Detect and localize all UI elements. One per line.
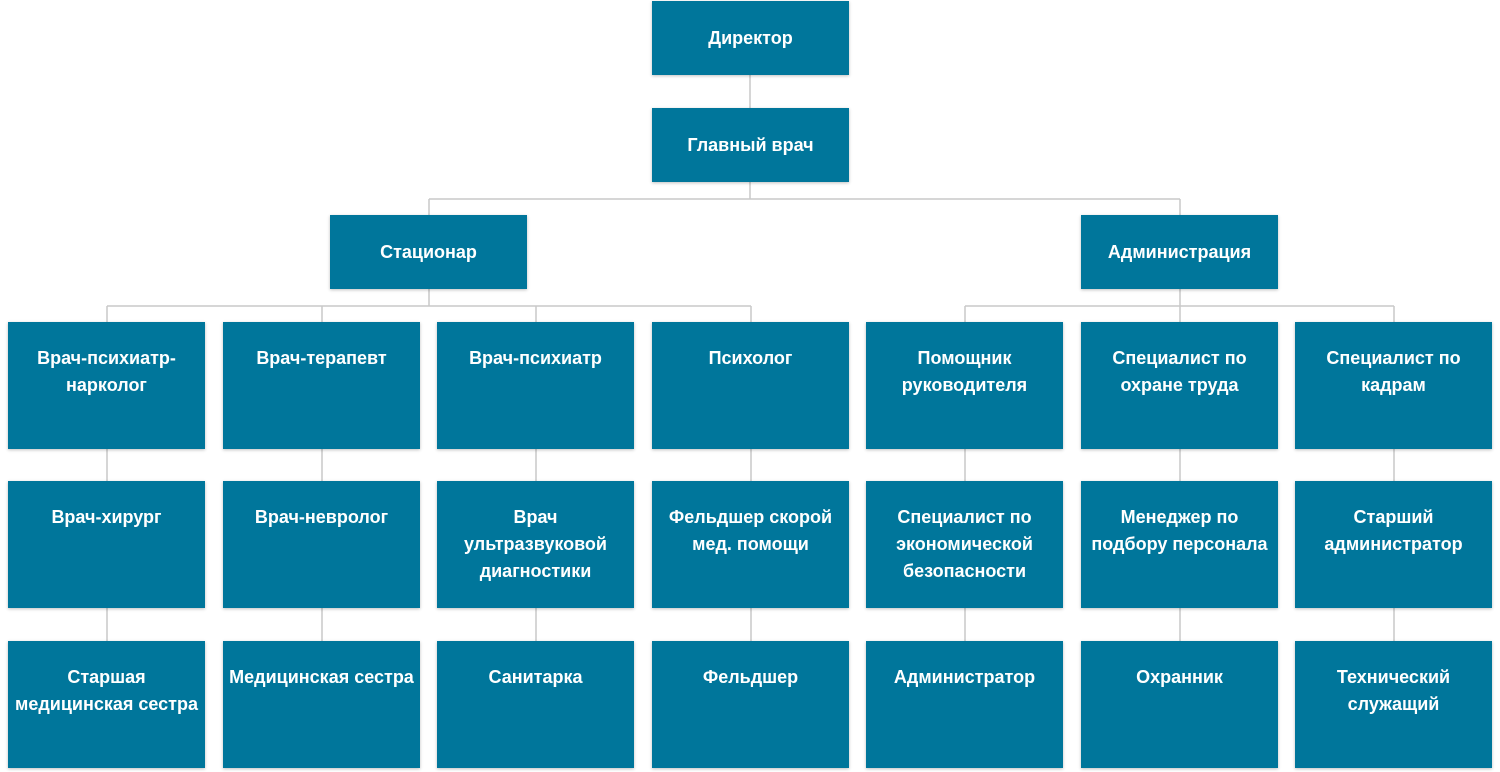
- node-psychiatrist: Врач-психиатр: [437, 322, 634, 449]
- node-security-guard: Охранник: [1081, 641, 1278, 768]
- node-label: Помощник руководителя: [901, 348, 1028, 395]
- node-head-nurse: Старшая медицинская сестра: [8, 641, 205, 768]
- node-neurologist: Врач-невролог: [223, 481, 420, 608]
- node-administration: Администрация: [1081, 215, 1278, 289]
- node-administrator: Администратор: [866, 641, 1063, 768]
- node-label: Менеджер по подбору персонала: [1091, 507, 1268, 554]
- node-nurse: Медицинская сестра: [223, 641, 420, 768]
- node-label: Фельдшер: [702, 667, 799, 687]
- node-psychologist: Психолог: [652, 322, 849, 449]
- node-label: Охранник: [1136, 667, 1223, 687]
- node-label: Врач-терапевт: [256, 348, 387, 368]
- node-label: Технический служащий: [1336, 667, 1451, 714]
- node-label: Медицинская сестра: [229, 667, 414, 687]
- node-ambulance-paramedic: Фельдшер скорой мед. помощи: [652, 481, 849, 608]
- node-label: Врач-невролог: [254, 507, 389, 527]
- node-label: Врач-хирург: [51, 507, 162, 527]
- node-label: Врач ультразвуковой диагностики: [464, 507, 607, 581]
- node-label: Старший администратор: [1324, 507, 1463, 554]
- node-paramedic: Фельдшер: [652, 641, 849, 768]
- node-label: Фельдшер скорой мед. помощи: [668, 507, 833, 554]
- node-ultrasound-doctor: Врач ультразвуковой диагностики: [437, 481, 634, 608]
- node-administration-label: Администрация: [1107, 241, 1252, 262]
- node-senior-administrator: Старший администратор: [1295, 481, 1492, 608]
- node-label: Врач-психиатр: [469, 348, 602, 368]
- node-orderly: Санитарка: [437, 641, 634, 768]
- node-therapist: Врач-терапевт: [223, 322, 420, 449]
- node-label: Специалист по охране труда: [1112, 348, 1247, 395]
- node-label: Специалист по кадрам: [1326, 348, 1461, 395]
- node-economic-security-specialist: Специалист по экономической безопасности: [866, 481, 1063, 608]
- node-chief-doctor-label: Главный врач: [687, 134, 814, 155]
- node-assistant-manager: Помощник руководителя: [866, 322, 1063, 449]
- node-label: Санитарка: [488, 667, 583, 687]
- node-label: Психолог: [708, 348, 793, 368]
- node-inpatient: Стационар: [330, 215, 527, 289]
- node-director-label: Директор: [708, 27, 793, 48]
- node-recruitment-manager: Менеджер по подбору персонала: [1081, 481, 1278, 608]
- node-technical-worker: Технический служащий: [1295, 641, 1492, 768]
- node-director: Директор: [652, 1, 849, 75]
- node-labor-safety-specialist: Специалист по охране труда: [1081, 322, 1278, 449]
- node-label: Врач-психиатр-нарколог: [37, 348, 176, 395]
- node-label: Старшая медицинская сестра: [15, 667, 198, 714]
- node-psychiatrist-narcologist: Врач-психиатр-нарколог: [8, 322, 205, 449]
- node-surgeon: Врач-хирург: [8, 481, 205, 608]
- node-label: Специалист по экономической безопасности: [896, 507, 1033, 581]
- node-hr-specialist: Специалист по кадрам: [1295, 322, 1492, 449]
- node-label: Администратор: [893, 667, 1036, 687]
- node-chief-doctor: Главный врач: [652, 108, 849, 182]
- node-inpatient-label: Стационар: [380, 241, 477, 262]
